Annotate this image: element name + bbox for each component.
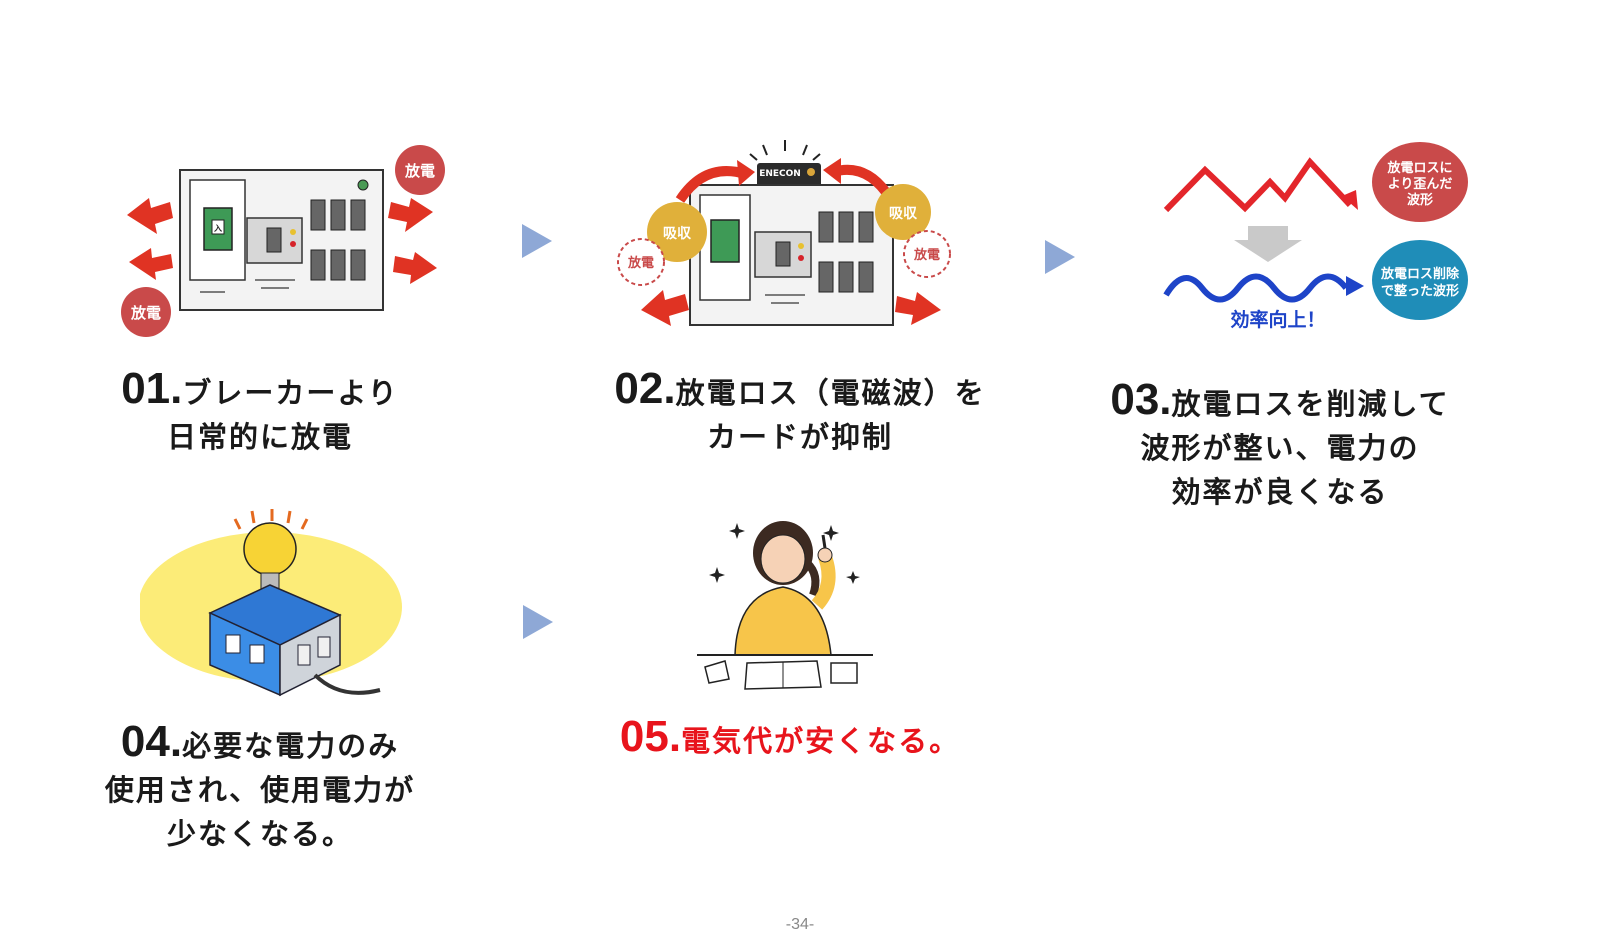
svg-text:放電ロスに: 放電ロスに <box>1386 160 1452 176</box>
house-bulb-image <box>138 509 402 697</box>
step5-line1: 電気代が安くなる。 <box>681 724 961 758</box>
step1-line2: 日常的に放電 <box>166 420 353 454</box>
discharge-circle-right: 放電 <box>913 247 940 263</box>
step4-line1: 必要な電力のみ <box>182 729 400 763</box>
next-arrow-3 <box>523 605 553 639</box>
step4-line2: 使用され、使用電力が <box>104 773 416 807</box>
page-number: -34- <box>785 916 815 933</box>
absorb-seal-right: 吸収 <box>889 205 918 222</box>
svg-text:入: 入 <box>213 224 222 233</box>
step2-number: 02. <box>614 364 676 413</box>
step3-caption: 03.放電ロスを削減して 波形が整い、電力の 効率が良くなる <box>1080 378 1480 514</box>
next-arrow-1 <box>522 224 552 258</box>
step4-illustration <box>138 505 410 705</box>
step5-caption: 05.電気代が安くなる。 <box>590 715 990 763</box>
step3-illustration: 効率向上！ 放電ロスに より歪んだ 波形 放電ロス削除 で整った波形 <box>1160 140 1480 340</box>
svg-text:波形: 波形 <box>1407 192 1433 208</box>
step1-caption: 01.ブレーカーより 日常的に放電 <box>60 367 460 459</box>
step1-illustration: 入 放電 放電 <box>115 140 460 345</box>
card-panel-image: ENECON 吸収 吸収 放電 放電 <box>617 140 951 326</box>
step1-number: 01. <box>121 364 183 413</box>
waveform-image: 効率向上！ 放電ロスに より歪んだ 波形 放電ロス削除 で整った波形 <box>1163 142 1468 331</box>
absorb-seal-left: 吸収 <box>663 225 692 242</box>
svg-text:より歪んだ: より歪んだ <box>1388 177 1453 192</box>
discharge-badge-top: 放電 <box>404 162 435 180</box>
enecon-card-label: ENECON <box>759 169 801 179</box>
step1-line1: ブレーカーより <box>182 376 399 410</box>
step2-line2: カードが抑制 <box>706 420 893 454</box>
step5-illustration <box>695 515 875 690</box>
step3-line1: 放電ロスを削減して <box>1171 387 1450 421</box>
step3-number: 03. <box>1110 375 1172 424</box>
step3-line3: 効率が良くなる <box>1171 475 1389 509</box>
breaker-panel-image: 入 放電 放電 <box>121 145 445 337</box>
step4-number: 04. <box>120 717 183 766</box>
step4-caption: 04.必要な電力のみ 使用され、使用電力が 少なくなる。 <box>60 720 460 856</box>
svg-text:で整った波形: で整った波形 <box>1381 283 1459 299</box>
step3-line2: 波形が整い、電力の <box>1140 431 1420 465</box>
step2-line1: 放電ロス（電磁波）を <box>675 376 986 410</box>
step5-number: 05. <box>619 712 682 761</box>
woman-studying-image <box>697 521 873 690</box>
efficiency-label: 効率向上！ <box>1230 308 1325 331</box>
next-arrow-2 <box>1045 240 1075 274</box>
step2-illustration: ENECON 吸収 吸収 放電 放電 <box>605 140 965 340</box>
svg-text:放電ロス削除: 放電ロス削除 <box>1380 266 1460 282</box>
step2-caption: 02.放電ロス（電磁波）を カードが抑制 <box>580 367 1020 459</box>
discharge-circle-left: 放電 <box>627 255 654 271</box>
step4-line3: 少なくなる。 <box>166 817 353 851</box>
discharge-badge-bottom: 放電 <box>130 304 161 322</box>
